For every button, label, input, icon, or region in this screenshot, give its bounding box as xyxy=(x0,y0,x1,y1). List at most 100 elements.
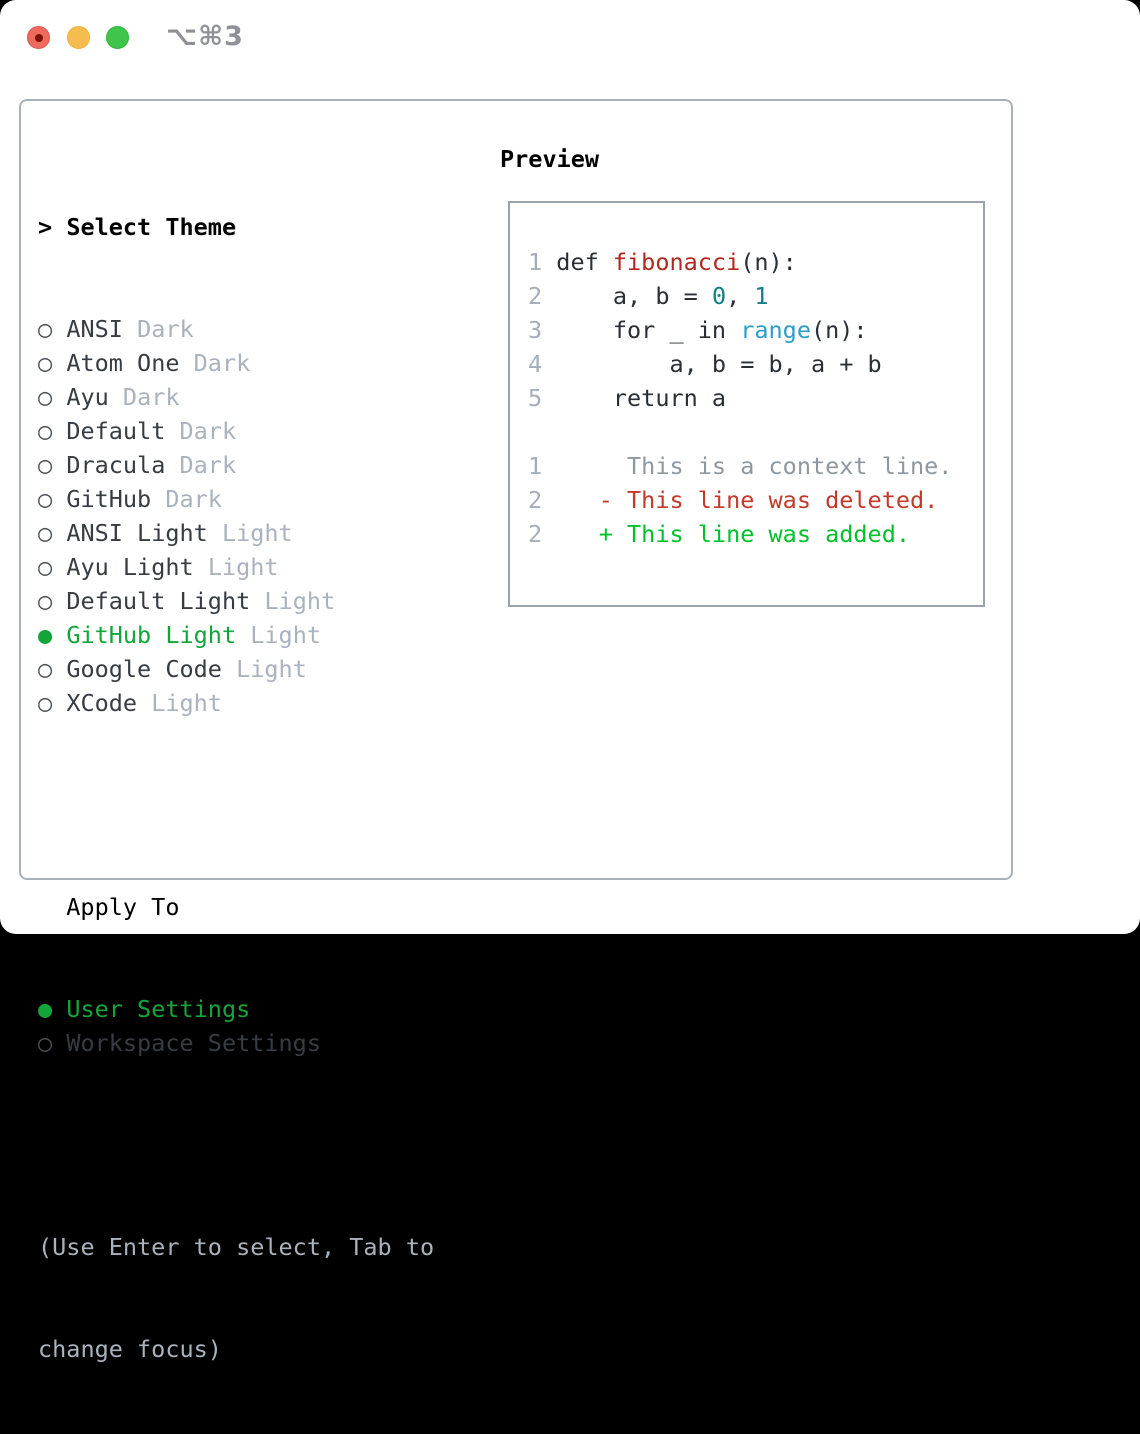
code-token-bi: range xyxy=(740,316,811,344)
theme-name: Google Code xyxy=(66,655,222,683)
theme-variant: Dark xyxy=(165,485,222,513)
code-token-del: - This line was deleted. xyxy=(556,486,939,514)
theme-option-xcode[interactable]: ○ XCode Light xyxy=(38,686,434,720)
code-token-fn: fibonacci xyxy=(612,248,741,276)
theme-name: ANSI Light xyxy=(66,519,208,547)
spacer xyxy=(38,1128,434,1162)
radio-unselected-icon: ○ xyxy=(38,417,53,445)
code-token-p: return a xyxy=(556,384,727,412)
spacer xyxy=(38,788,434,822)
code-token-ln: 2 xyxy=(528,282,557,310)
zoom-button[interactable] xyxy=(106,26,129,49)
radio-selected-icon: ● xyxy=(38,995,53,1023)
radio-unselected-icon: ○ xyxy=(38,553,53,581)
select-theme-header: > Select Theme xyxy=(38,210,434,244)
app-window: ⌥⌘3 > Select Theme ○ ANSI Dark○ Atom One… xyxy=(0,0,1140,1363)
theme-name: GitHub xyxy=(66,485,152,513)
theme-option-atom-one[interactable]: ○ Atom One Dark xyxy=(38,346,434,380)
radio-unselected-icon: ○ xyxy=(38,349,53,377)
code-line: 5 return a xyxy=(528,381,983,415)
theme-option-ayu-light[interactable]: ○ Ayu Light Light xyxy=(38,550,434,584)
code-line: 2 a, b = 0, 1 xyxy=(528,279,983,313)
code-token-num: 1 xyxy=(754,282,769,310)
theme-variant: Light xyxy=(151,689,222,717)
apply-to-list: ● User Settings○ Workspace Settings xyxy=(38,992,434,1060)
theme-variant: Light xyxy=(264,587,336,615)
theme-variant: Light xyxy=(221,519,293,547)
radio-unselected-icon: ○ xyxy=(38,519,53,547)
theme-option-ayu[interactable]: ○ Ayu Dark xyxy=(38,380,434,414)
radio-unselected-icon: ○ xyxy=(38,689,53,717)
code-line: 4 a, b = b, a + b xyxy=(528,347,983,381)
theme-name: Atom One xyxy=(66,349,180,377)
select-theme-label: Select Theme xyxy=(66,213,237,241)
radio-unselected-icon: ○ xyxy=(38,485,53,513)
theme-variant: Light xyxy=(250,621,321,649)
code-line: 1 This is a context line. xyxy=(528,449,983,483)
code-token-ln: 3 xyxy=(528,316,557,344)
apply-option-label: Workspace Settings xyxy=(66,1029,321,1057)
theme-name: Ayu xyxy=(66,383,109,411)
radio-unselected-icon: ○ xyxy=(38,451,53,479)
theme-name: Ayu Light xyxy=(66,553,194,581)
code-line: 3 for _ in range(n): xyxy=(528,313,983,347)
theme-variant: Dark xyxy=(179,417,237,445)
code-token-add: + This line was added. xyxy=(556,520,911,548)
code-token-p: , xyxy=(726,282,755,310)
theme-variant: Dark xyxy=(179,451,237,479)
prompt-icon: > xyxy=(38,213,53,241)
code-token-ln: 2 xyxy=(528,486,557,514)
theme-option-default-light[interactable]: ○ Default Light Light xyxy=(38,584,434,618)
minimize-button[interactable] xyxy=(67,26,90,49)
close-button[interactable] xyxy=(27,26,50,49)
hint-line-2: change focus) xyxy=(38,1335,222,1363)
apply-to-header: Apply To xyxy=(66,893,180,921)
apply-option-user-settings[interactable]: ● User Settings xyxy=(38,992,434,1026)
theme-name: XCode xyxy=(66,689,138,717)
radio-unselected-icon: ○ xyxy=(38,655,53,683)
theme-variant: Dark xyxy=(193,349,251,377)
code-line: 2 - This line was deleted. xyxy=(528,483,983,517)
code-token-p: def xyxy=(556,248,613,276)
radio-unselected-icon: ○ xyxy=(38,315,53,343)
theme-variant: Light xyxy=(236,655,307,683)
code-line: 1 def fibonacci(n): xyxy=(528,245,983,279)
code-line: 2 + This line was added. xyxy=(528,517,983,551)
radio-unselected-icon: ○ xyxy=(38,383,53,411)
apply-option-workspace-settings[interactable]: ○ Workspace Settings xyxy=(38,1026,434,1060)
theme-option-default[interactable]: ○ Default Dark xyxy=(38,414,434,448)
code-token-p: for _ in xyxy=(556,316,741,344)
code-token-ln: 1 xyxy=(528,452,557,480)
theme-option-google-code[interactable]: ○ Google Code Light xyxy=(38,652,434,686)
theme-option-ansi-light[interactable]: ○ ANSI Light Light xyxy=(38,516,434,550)
code-token-p: (n): xyxy=(810,316,868,344)
theme-option-github-light[interactable]: ● GitHub Light Light xyxy=(38,618,434,652)
code-token-ln: 1 xyxy=(528,248,557,276)
apply-option-label: User Settings xyxy=(66,995,251,1023)
code-line xyxy=(528,415,983,449)
code-token-p: (n): xyxy=(740,248,797,276)
theme-name: GitHub Light xyxy=(66,621,237,649)
theme-variant: Light xyxy=(207,553,279,581)
code-token-p: a, b = xyxy=(556,282,712,310)
radio-selected-icon: ● xyxy=(38,621,53,649)
code-token-ln: 4 xyxy=(528,350,557,378)
code-token-num: 0 xyxy=(711,282,727,310)
theme-variant: Dark xyxy=(122,383,180,411)
code-token-ln: 5 xyxy=(528,384,557,412)
theme-variant: Dark xyxy=(137,315,194,343)
theme-option-ansi[interactable]: ○ ANSI Dark xyxy=(38,312,434,346)
theme-selector-column: > Select Theme ○ ANSI Dark○ Atom One Dar… xyxy=(38,142,434,1434)
code-token-p: a, b = b, a + b xyxy=(556,350,882,378)
theme-option-github[interactable]: ○ GitHub Dark xyxy=(38,482,434,516)
theme-option-dracula[interactable]: ○ Dracula Dark xyxy=(38,448,434,482)
theme-name: Default Light xyxy=(66,587,251,615)
preview-column: Preview 1 def fibonacci(n):2 a, b = 0, 1… xyxy=(500,142,985,607)
theme-name: Default xyxy=(66,417,166,445)
code-token-ctx: This is a context line. xyxy=(556,452,953,480)
window-title: ⌥⌘3 xyxy=(166,21,244,52)
preview-header: Preview xyxy=(500,145,600,173)
radio-unselected-icon: ○ xyxy=(38,1029,53,1057)
